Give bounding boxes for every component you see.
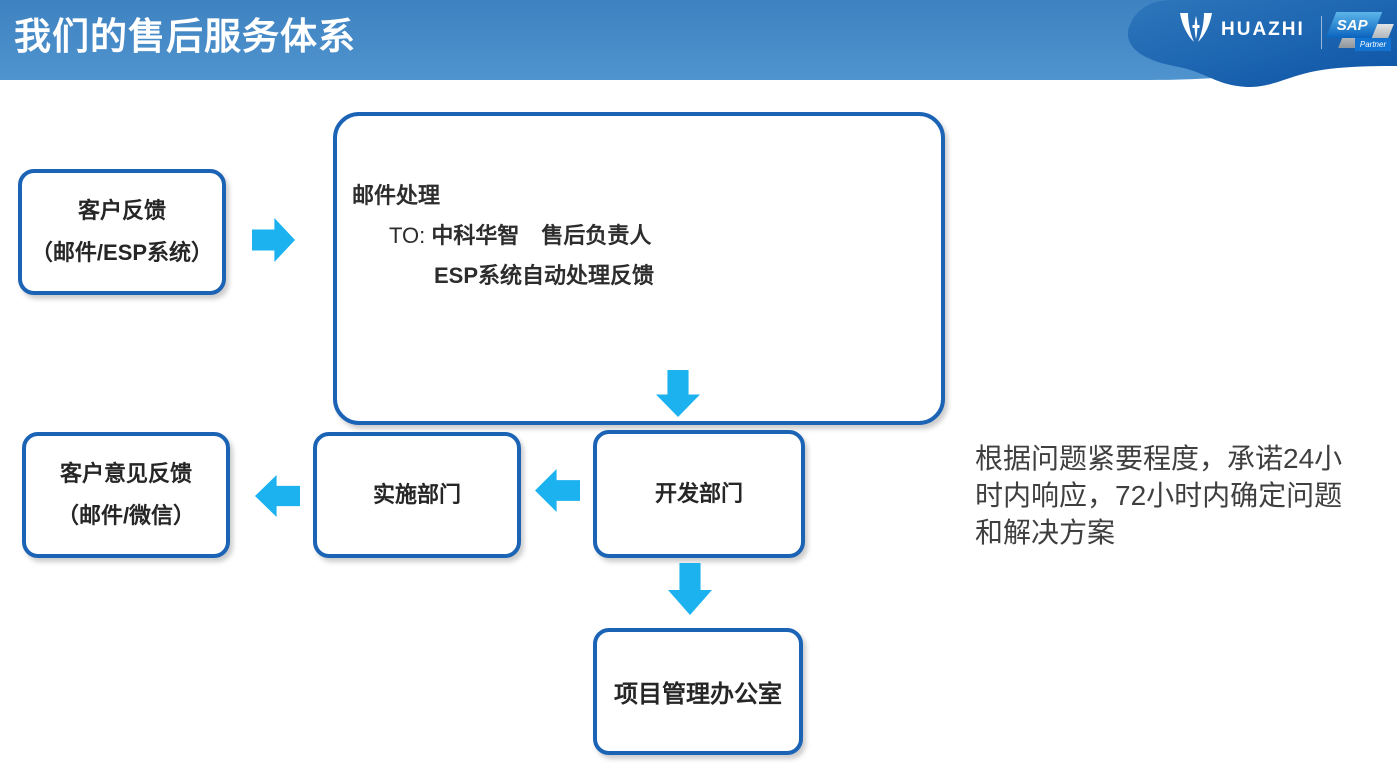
huazhi-logo: HUAZHI	[1178, 12, 1305, 46]
box-label: 客户反馈	[77, 198, 166, 223]
huazhi-logo-text: HUAZHI	[1221, 19, 1305, 40]
flow-box-customer-feedback: 客户反馈 （邮件/ESP系统）	[18, 169, 226, 295]
arrow-down-icon	[668, 563, 712, 615]
mail-processing-esp-line: ESP系统自动处理反馈	[434, 263, 655, 288]
box-label: 客户意见反馈	[59, 461, 192, 486]
mail-processing-to-line: TO: 中科华智 售后负责人	[389, 216, 651, 256]
sla-note-line: 和解决方案	[975, 517, 1116, 548]
to-recipients: 中科华智 售后负责人	[431, 223, 652, 248]
box-label: 实施部门	[372, 482, 461, 507]
flow-box-pmo: 项目管理办公室	[593, 628, 803, 755]
sap-partner-badge: SAP Partner	[1325, 11, 1394, 53]
sla-note: 根据问题紧要程度，承诺24小 时内响应，72小时内确定问题 和解决方案	[975, 440, 1342, 551]
huazhi-logo-icon	[1180, 13, 1212, 42]
sap-partner-label: Partner	[1355, 38, 1391, 51]
page-title: 我们的售后服务体系	[14, 16, 356, 57]
box-sublabel: （邮件/微信）	[56, 503, 196, 528]
arrow-left-icon	[255, 475, 300, 517]
flow-box-development: 开发部门	[593, 430, 805, 558]
sla-note-line: 根据问题紧要程度，承诺24小	[975, 443, 1343, 474]
header-divider	[1321, 16, 1322, 49]
box-label: 项目管理办公室	[614, 681, 782, 708]
arrow-left-icon	[535, 469, 580, 512]
flow-box-mail-processing: 邮件处理 TO: 中科华智 售后负责人 ESP系统自动处理反馈	[333, 112, 945, 425]
mail-processing-title: 邮件处理	[352, 183, 441, 208]
to-prefix: TO:	[389, 223, 426, 248]
arrow-right-icon	[252, 218, 295, 262]
box-label: 开发部门	[654, 481, 743, 506]
sap-logo-text: SAP	[1337, 16, 1368, 34]
box-sublabel: （邮件/ESP系统）	[30, 240, 214, 265]
flow-box-customer-opinion: 客户意见反馈 （邮件/微信）	[22, 432, 230, 558]
sla-note-line: 时内响应，72小时内确定问题	[975, 480, 1343, 511]
flow-box-implementation: 实施部门	[313, 432, 521, 558]
